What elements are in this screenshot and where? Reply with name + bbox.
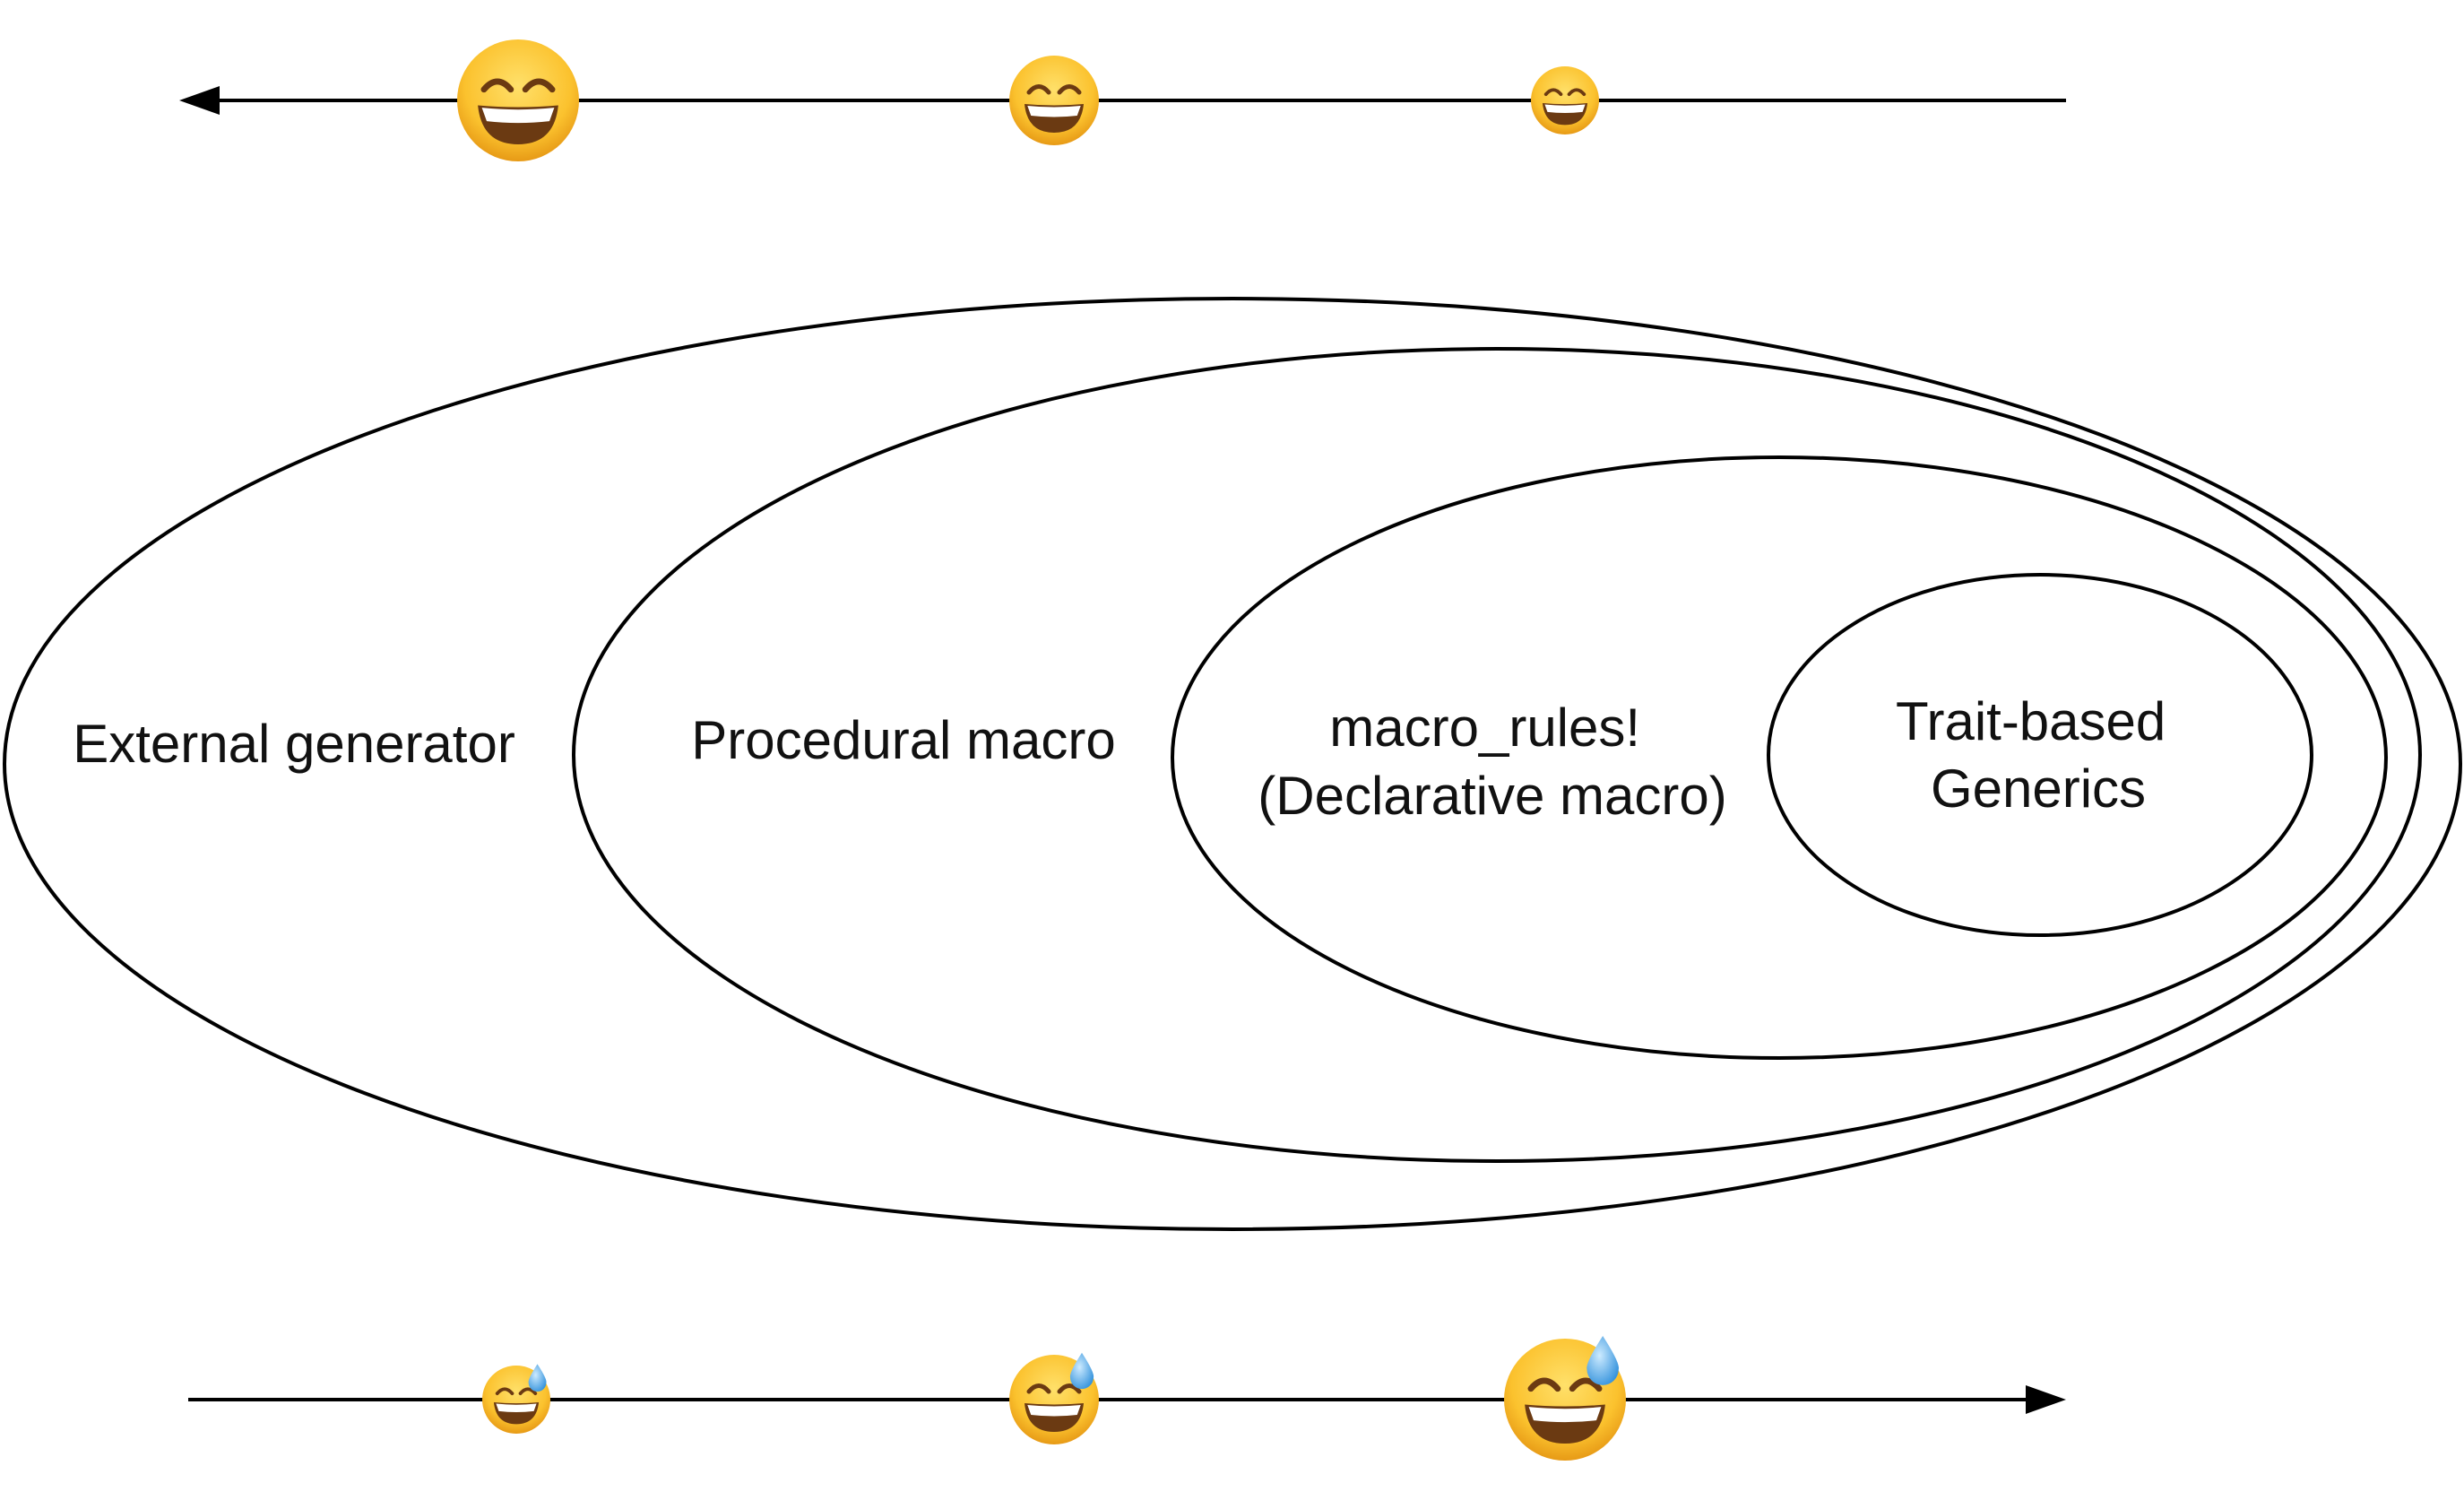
label-procedural-macro: Procedural macro [691,710,1116,770]
set-labels: External generator Procedural macro macr… [73,691,2181,826]
bottom-scale [188,1336,2066,1461]
bottom-arrow-head [2026,1385,2066,1414]
top-markers [457,39,1599,161]
ellipse-procedural-macro [572,347,2422,1163]
bottom-markers [482,1336,1626,1461]
ellipse-trait-generics [1767,573,2313,937]
set-ellipses [3,297,2462,1231]
top-marker-declarative-icon [1531,66,1599,134]
ellipse-external-generator [3,297,2462,1231]
ellipse-declarative-macro [1171,455,2388,1060]
top-marker-procedural-icon [1009,56,1099,145]
bottom-marker-external-icon [482,1364,550,1434]
bottom-marker-procedural-icon [1009,1352,1099,1444]
top-marker-external-icon [457,39,579,161]
top-scale [179,39,2066,161]
bottom-marker-declarative-icon [1504,1336,1626,1461]
top-arrow-head [179,86,220,115]
label-trait-generics: Trait-based Generics [1896,691,2181,819]
label-external-generator: External generator [73,714,515,774]
label-declarative-macro: macro_rules! (Declarative macro) [1258,698,1726,826]
